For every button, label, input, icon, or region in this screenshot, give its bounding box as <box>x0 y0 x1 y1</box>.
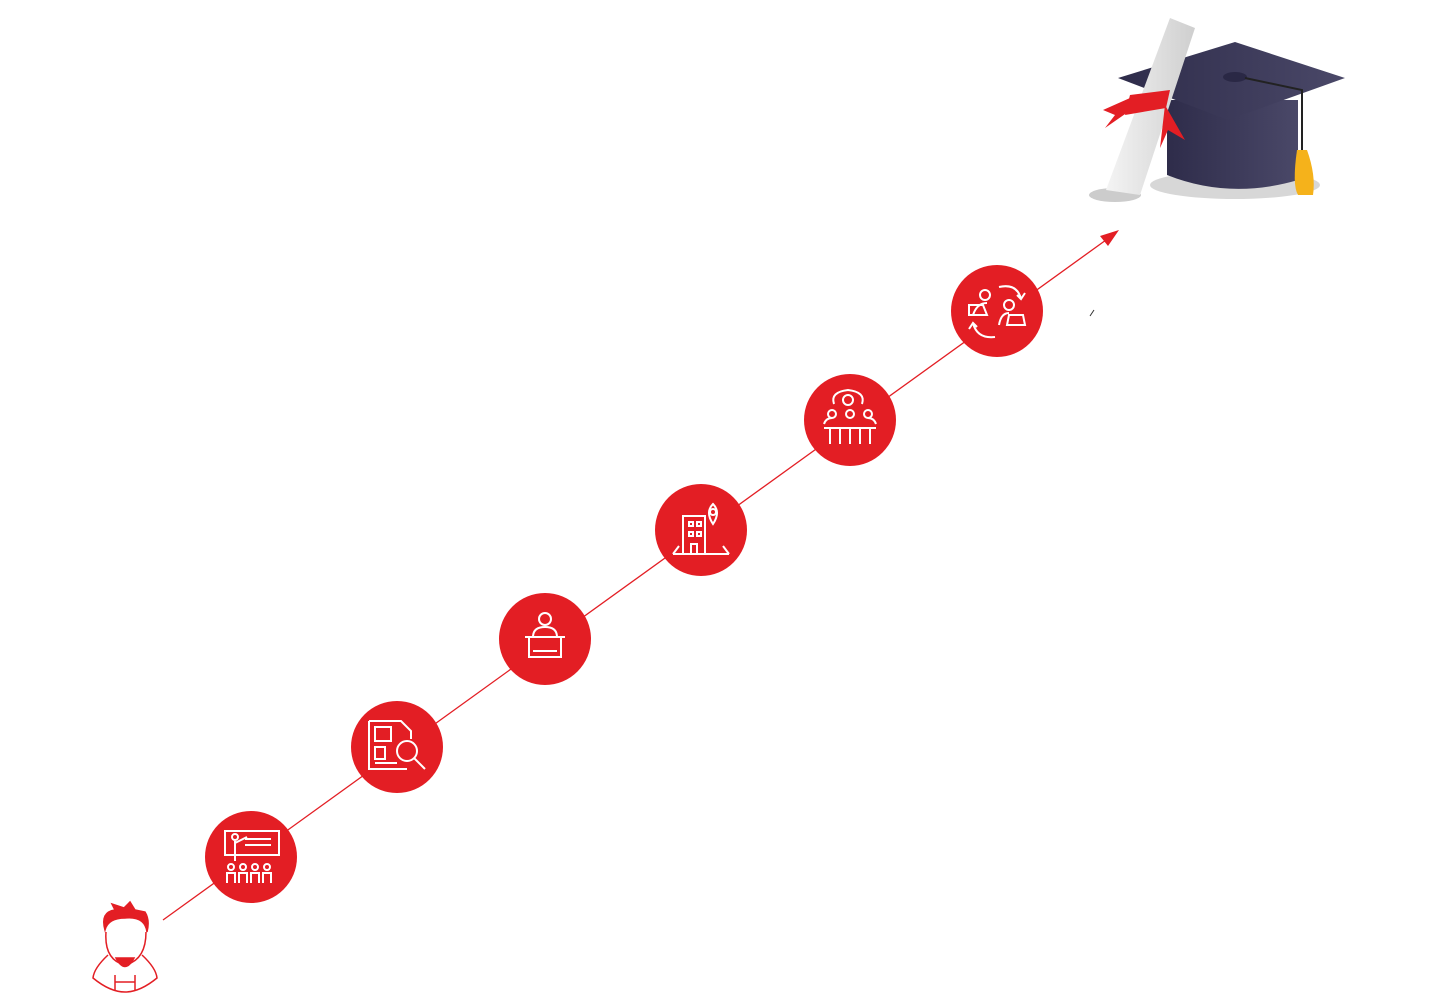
classroom-presentation-icon <box>224 830 280 883</box>
group-discussion-icon <box>823 388 877 444</box>
step-1-classroom-presentation-icon <box>205 811 297 903</box>
document-search-icon <box>368 720 426 770</box>
step-6-online-exchange-icon <box>951 265 1043 357</box>
campus-building-location-icon <box>672 502 730 555</box>
step-circle <box>804 374 896 466</box>
progress-path-line <box>162 239 1107 921</box>
stray-mark <box>1089 309 1095 317</box>
step-3-lecture-podium-icon <box>499 593 591 685</box>
step-2-document-search-icon <box>351 701 443 793</box>
student-avatar-icon <box>92 900 158 993</box>
step-circle <box>205 811 297 903</box>
arrow-head-icon <box>1100 230 1119 246</box>
step-circle <box>499 593 591 685</box>
online-exchange-icon <box>968 285 1027 339</box>
step-circle <box>951 265 1043 357</box>
step-4-campus-building-location-icon <box>655 484 747 576</box>
lecture-podium-icon <box>525 612 565 658</box>
step-5-group-discussion-icon <box>804 374 896 466</box>
graduation-cap-diploma-icon <box>1089 18 1345 202</box>
step-circle <box>655 484 747 576</box>
